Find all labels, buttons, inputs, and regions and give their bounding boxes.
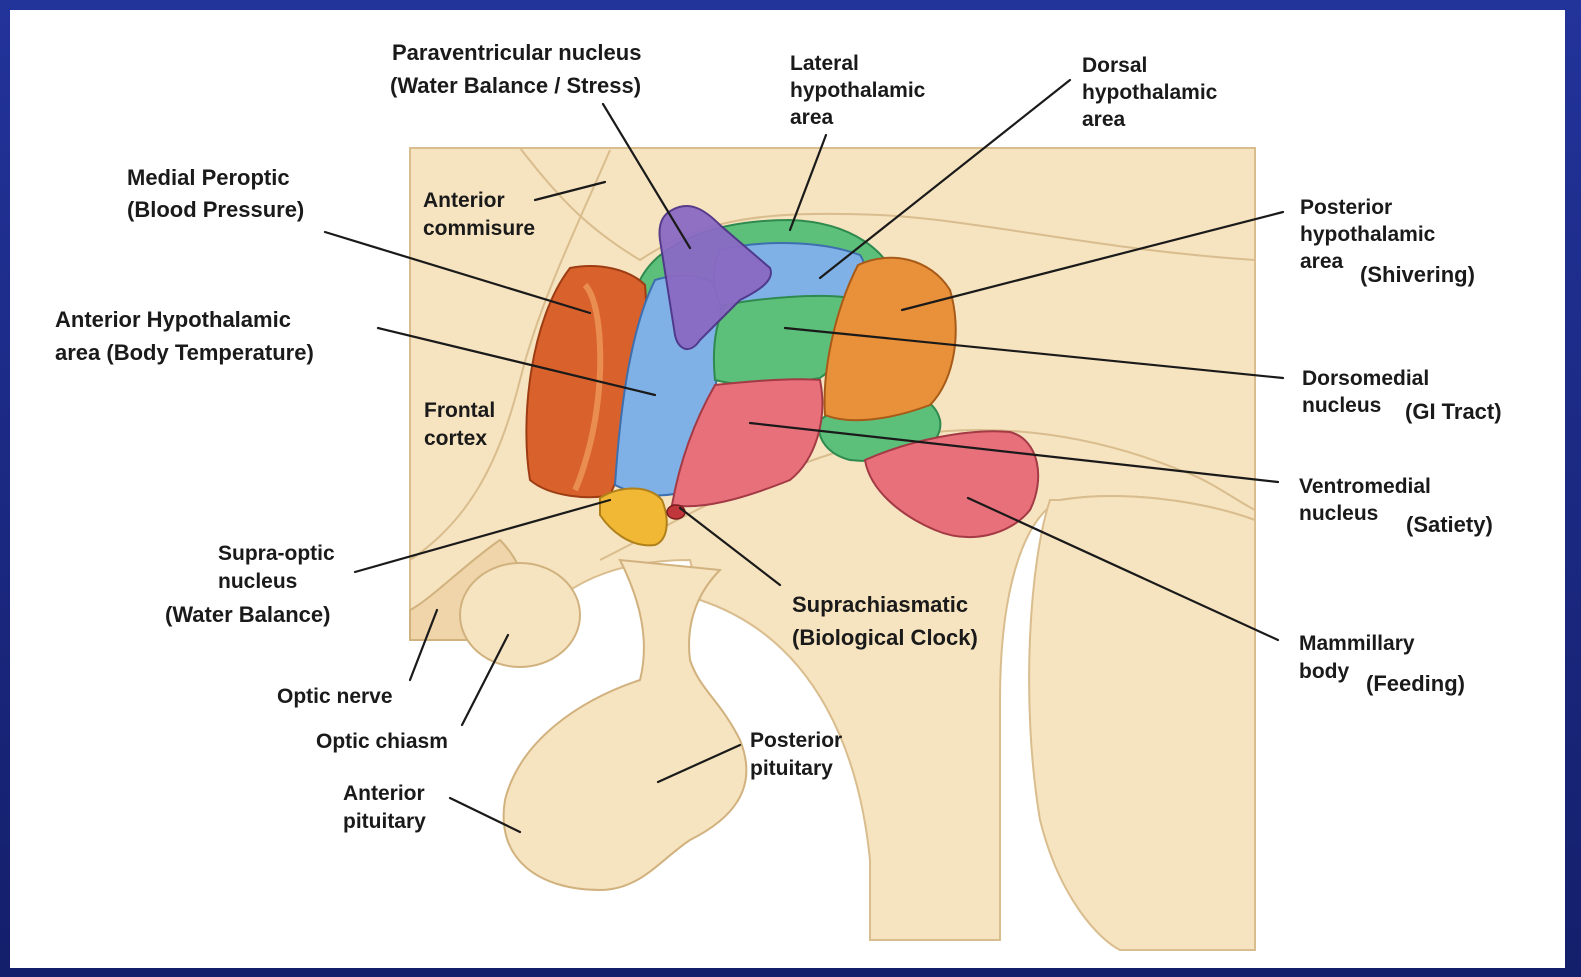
label-mammillary-line3: (Feeding) <box>1366 671 1465 696</box>
label-posterior-hypo-line4: (Shivering) <box>1360 262 1475 287</box>
label-ventromedial-line2: nucleus <box>1299 502 1378 525</box>
label-mammillary-line2: body <box>1299 660 1349 683</box>
label-paraventricular-line1: Paraventricular nucleus <box>392 40 641 65</box>
label-posterior-hypo-line2: hypothalamic <box>1300 223 1436 246</box>
label-anterior-commisure-line1: Anterior <box>423 189 505 212</box>
label-supraoptic-line3: (Water Balance) <box>165 602 330 627</box>
label-posterior-hypo-line3: area <box>1300 250 1344 273</box>
label-ventromedial: Ventromedial nucleus (Satiety) <box>1299 475 1493 537</box>
label-supraoptic-line2: nucleus <box>218 570 297 593</box>
label-dorsal-line1: Dorsal <box>1082 54 1147 77</box>
label-posterior-hypo-line1: Posterior <box>1300 196 1392 219</box>
label-suprachiasmatic-line2: (Biological Clock) <box>792 625 978 650</box>
label-supraoptic: Supra-optic nucleus (Water Balance) <box>165 542 341 627</box>
label-anterior-pituitary-line1: Anterior <box>343 782 425 805</box>
stalk-right <box>1029 496 1255 950</box>
label-dorsal-line2: hypothalamic <box>1082 81 1218 104</box>
label-dorsal-line3: area <box>1082 108 1126 131</box>
label-lateral-line2: hypothalamic <box>790 79 926 102</box>
label-paraventricular-line2: (Water Balance / Stress) <box>390 73 641 98</box>
label-mammillary: Mammillary body (Feeding) <box>1299 632 1465 696</box>
label-anterior-pituitary-line2: pituitary <box>343 810 426 833</box>
label-posterior-hypo: Posterior hypothalamic area (Shivering) <box>1300 196 1475 287</box>
label-mammillary-line1: Mammillary <box>1299 632 1415 655</box>
label-paraventricular: Paraventricular nucleus (Water Balance /… <box>390 40 648 98</box>
label-posterior-pituitary: Posterior pituitary <box>750 729 848 780</box>
label-suprachiasmatic-line1: Suprachiasmatic <box>792 592 968 617</box>
label-frontal-cortex-line1: Frontal <box>424 399 495 422</box>
label-ventromedial-line3: (Satiety) <box>1406 512 1493 537</box>
label-anterior-commisure-line2: commisure <box>423 217 535 240</box>
label-anterior-hypo-line1: Anterior Hypothalamic <box>55 307 291 332</box>
label-dorsomedial-line2: nucleus <box>1302 394 1381 417</box>
label-lateral-line1: Lateral <box>790 52 859 75</box>
optic-chiasm-shape <box>460 563 580 667</box>
label-lateral: Lateral hypothalamic area <box>790 52 931 129</box>
label-optic-nerve: Optic nerve <box>277 685 393 708</box>
label-medial-preoptic-line1: Medial Peroptic <box>127 165 290 190</box>
label-frontal-cortex-line2: cortex <box>424 427 487 450</box>
label-dorsomedial-line3: (GI Tract) <box>1405 399 1502 424</box>
label-dorsomedial-line1: Dorsomedial <box>1302 367 1429 390</box>
suprachiasmatic-nucleus <box>667 505 685 519</box>
label-medial-preoptic: Medial Peroptic (Blood Pressure) <box>127 165 304 222</box>
label-posterior-pituitary-line1: Posterior <box>750 729 842 752</box>
label-medial-preoptic-line2: (Blood Pressure) <box>127 197 304 222</box>
label-ventromedial-line1: Ventromedial <box>1299 475 1431 498</box>
label-dorsal: Dorsal hypothalamic area <box>1082 54 1223 131</box>
label-lateral-line3: area <box>790 106 834 129</box>
label-supraoptic-line1: Supra-optic <box>218 542 335 565</box>
label-optic-chiasm: Optic chiasm <box>316 730 448 753</box>
label-anterior-pituitary: Anterior pituitary <box>343 782 431 833</box>
label-posterior-pituitary-line2: pituitary <box>750 757 833 780</box>
label-anterior-hypo: Anterior Hypothalamic area (Body Tempera… <box>55 307 314 365</box>
label-dorsomedial: Dorsomedial nucleus (GI Tract) <box>1302 367 1502 424</box>
label-anterior-hypo-line2: area (Body Temperature) <box>55 340 314 365</box>
